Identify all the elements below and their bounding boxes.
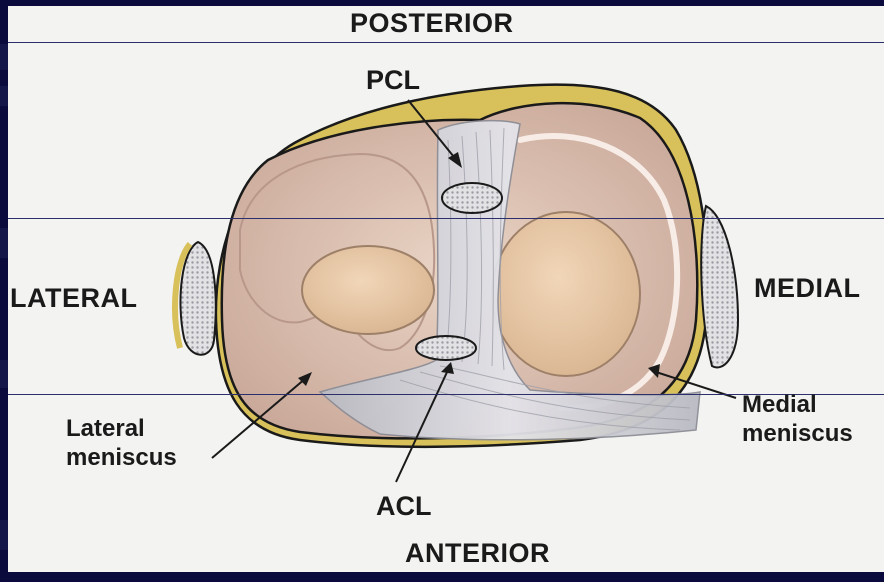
medial-label: MEDIAL: [754, 273, 861, 304]
lateral-meniscus-line2: meniscus: [66, 443, 177, 472]
medial-meniscus-line1: Medial: [742, 390, 853, 419]
anterior-label: ANTERIOR: [405, 538, 550, 569]
medial-cartilage: [492, 212, 640, 376]
lateral-side-section: [180, 242, 215, 355]
medial-meniscus-label: Medial meniscus: [742, 390, 853, 448]
pcl-attachment: [442, 183, 502, 213]
medial-meniscus-line2: meniscus: [742, 419, 853, 448]
lateral-label: LATERAL: [10, 283, 137, 314]
divider-line: [8, 218, 884, 219]
pcl-label: PCL: [366, 66, 420, 95]
divider-line: [8, 42, 884, 43]
acl-attachment: [416, 336, 476, 360]
posterior-label: POSTERIOR: [350, 8, 514, 39]
medial-side-section: [701, 206, 738, 367]
lateral-meniscus-line1: Lateral: [66, 414, 177, 443]
lateral-cartilage: [302, 246, 434, 334]
lateral-meniscus-label: Lateral meniscus: [66, 414, 177, 472]
acl-label: ACL: [376, 492, 432, 521]
